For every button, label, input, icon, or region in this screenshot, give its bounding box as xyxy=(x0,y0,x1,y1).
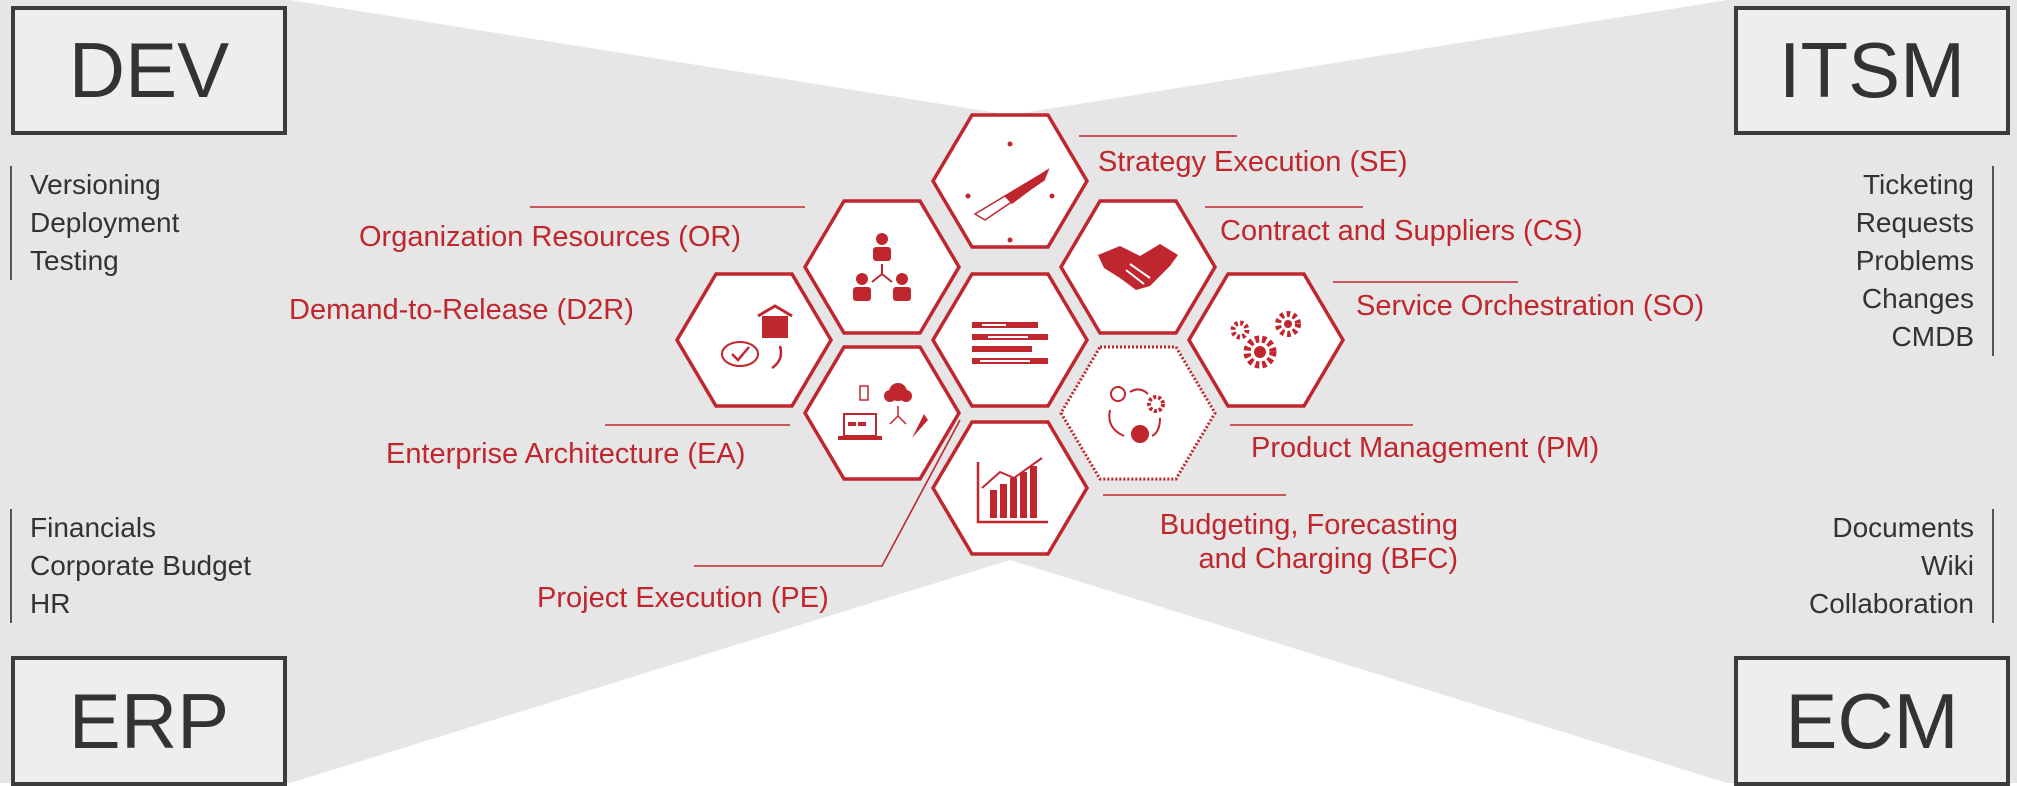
list-item: Versioning xyxy=(30,169,161,200)
gears-icon xyxy=(1230,311,1301,369)
list-item: Collaboration xyxy=(1809,588,1974,619)
bar-chart-icon xyxy=(976,457,1048,524)
label-line: and Charging (BFC) xyxy=(1198,543,1459,575)
list-item: CMDB xyxy=(1891,321,1974,352)
list-item: Requests xyxy=(1855,207,1974,238)
label-service-orchestration: Service Orchestration (SO) xyxy=(1356,290,1705,322)
hex-enterprise-architecture xyxy=(803,345,961,481)
hex-product-management xyxy=(1059,345,1217,481)
list-item: Testing xyxy=(30,245,119,276)
label-project-execution: Project Execution (PE) xyxy=(537,582,829,614)
label-budgeting-forecasting: Budgeting, Forecasting and Charging (BFC… xyxy=(1120,508,1458,576)
label-enterprise-architecture: Enterprise Architecture (EA) xyxy=(386,438,746,470)
handshake-icon xyxy=(1098,244,1178,290)
label-organization-resources: Organization Resources (OR) xyxy=(359,221,741,253)
itsm-box: ITSM xyxy=(1734,6,2010,135)
erp-feature-list: Financials Corporate Budget HR xyxy=(10,509,251,623)
list-item: HR xyxy=(30,588,71,619)
dev-box: DEV xyxy=(11,6,287,135)
dev-feature-list: Versioning Deployment Testing xyxy=(10,166,179,280)
list-item: Documents xyxy=(1832,512,1974,543)
list-item: Problems xyxy=(1855,245,1974,276)
list-item: Deployment xyxy=(30,207,180,238)
list-item: Corporate Budget xyxy=(30,550,252,581)
ecm-feature-list: Documents Wiki Collaboration xyxy=(1809,509,1994,623)
devices-cloud-icon xyxy=(838,383,928,440)
itsm-feature-list: Ticketing Requests Problems Changes CMDB xyxy=(1856,166,1994,356)
list-item: Changes xyxy=(1861,283,1974,314)
rocket-icon xyxy=(965,141,1055,243)
hex-strategy-execution xyxy=(931,113,1089,249)
ecm-box: ECM xyxy=(1734,656,2010,786)
people-hierarchy-icon xyxy=(853,233,911,301)
label-product-management: Product Management (PM) xyxy=(1251,432,1600,464)
label-strategy-execution: Strategy Execution (SE) xyxy=(1098,146,1408,178)
package-checklist-icon xyxy=(721,304,793,370)
list-item: Wiki xyxy=(1921,550,1974,581)
product-cycle-icon xyxy=(1108,386,1165,443)
label-line: Budgeting, Forecasting xyxy=(1159,509,1458,541)
leader-lines xyxy=(530,135,1518,567)
label-demand-to-release: Demand-to-Release (D2R) xyxy=(289,294,634,326)
hex-demand-to-release xyxy=(675,272,833,408)
gantt-bars-icon xyxy=(972,322,1048,364)
list-item: Ticketing xyxy=(1862,169,1974,200)
list-item: Financials xyxy=(30,512,157,543)
label-contract-suppliers: Contract and Suppliers (CS) xyxy=(1220,215,1583,247)
